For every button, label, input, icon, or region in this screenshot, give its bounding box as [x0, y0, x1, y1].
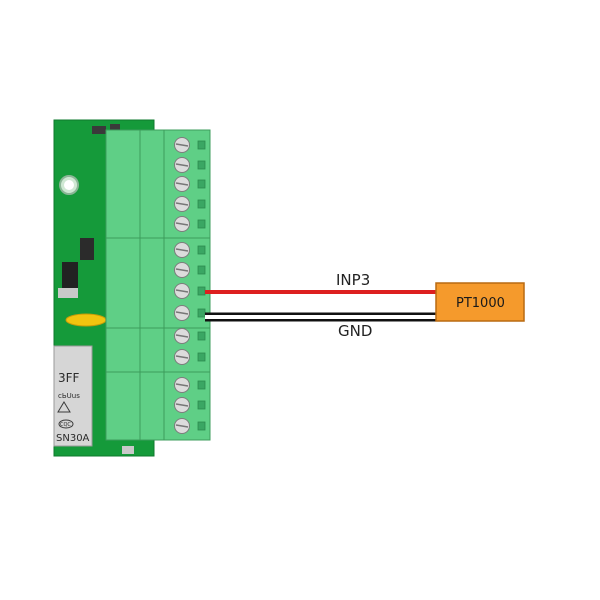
wire-entry [197, 380, 206, 390]
wire-entry [197, 199, 206, 209]
wire-entry [197, 179, 206, 189]
yellow-capacitor [65, 313, 107, 327]
screw-slot [175, 143, 189, 147]
wire-entry [197, 352, 206, 362]
wire-entry [197, 400, 206, 410]
screw-slot [175, 403, 189, 407]
screw-slot [175, 222, 189, 226]
relay-cert-label: cЬUus [58, 392, 80, 400]
smd-component [110, 124, 120, 134]
smd-component [58, 288, 78, 298]
screw-slot [175, 248, 189, 252]
screw-slot [175, 424, 189, 428]
transistor [62, 262, 78, 288]
signal-wire-label: INP3 [336, 271, 370, 289]
warning-icon [57, 401, 71, 413]
pcb-pad [122, 446, 134, 454]
terminal-blocks [105, 129, 211, 441]
terminal-plug [105, 129, 165, 239]
wire-entry [197, 308, 206, 318]
screw-slot [175, 268, 189, 272]
terminal-plug [105, 371, 165, 441]
wire-entry [197, 219, 206, 229]
wires: INP3 GND [205, 271, 438, 340]
screw-slot [175, 383, 189, 387]
wire-entry [197, 421, 206, 431]
wire-entry [197, 331, 206, 341]
chip [80, 238, 94, 260]
screw-slot [175, 163, 189, 167]
relay-rating-label: SN30A [56, 433, 90, 444]
terminal-plug [105, 237, 165, 329]
sensor-label: PT1000 [456, 296, 505, 311]
screw-slot [175, 311, 189, 315]
wire-entry [197, 160, 206, 170]
screw-slot [175, 355, 189, 359]
wire-entry [197, 245, 206, 255]
wire-entry [197, 286, 206, 296]
pt1000-sensor: PT1000 [435, 282, 525, 322]
screw-slot [175, 182, 189, 186]
wire-entry [197, 140, 206, 150]
screw-slot [175, 202, 189, 206]
relay-cqc-label: CQC [60, 422, 71, 428]
screw-slot [175, 289, 189, 293]
relay-model-label: 3FF [58, 371, 80, 385]
ground-wire-label: GND [338, 322, 372, 340]
wire-entry [197, 265, 206, 275]
terminal-plug [105, 327, 165, 373]
screw-slot [175, 334, 189, 338]
relay: 3FF cЬUus CQC SN30A [53, 345, 93, 447]
smd-component [92, 126, 106, 134]
